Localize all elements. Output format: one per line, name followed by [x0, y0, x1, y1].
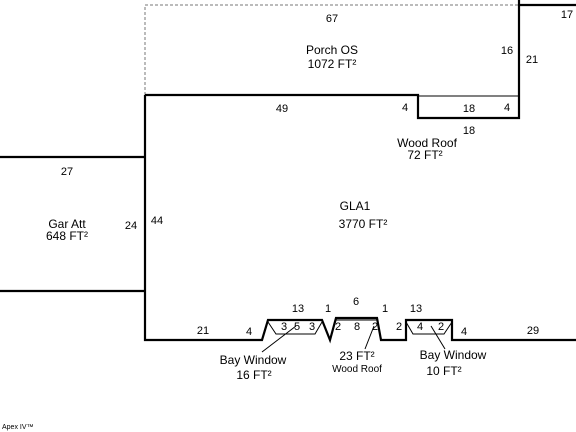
dim-garage-right: 24: [125, 220, 137, 232]
dim-wood-8: 8: [354, 321, 360, 333]
dim-bay-right-side: 4: [461, 326, 467, 338]
dim-wood-left-1: 1: [325, 303, 331, 315]
dim-wood-roof-right: 4: [504, 102, 510, 114]
dim-bay-left-b: 5: [294, 321, 300, 333]
wood-roof-bottom-leader: [364, 325, 375, 350]
bay-left-inner: [267, 321, 323, 335]
software-footer: Apex IV™: [2, 424, 34, 431]
wood-roof-bottom-name: Wood Roof: [332, 364, 382, 375]
dim-wood-2a: 2: [335, 321, 341, 333]
dim-gla-left: 44: [151, 215, 163, 227]
wood-roof-top-size: 72 FT²: [407, 148, 442, 162]
porch-outline: [144, 4, 519, 95]
dim-wood-roof-left: 4: [402, 102, 408, 114]
dim-bay-right-2b: 2: [438, 321, 444, 333]
garage-name: Gar Att: [48, 217, 86, 231]
gla-name: GLA1: [340, 199, 371, 213]
bay-left-leader: [261, 325, 297, 353]
bay-left-name: Bay Window: [220, 353, 287, 367]
porch-name: Porch OS: [306, 43, 358, 57]
porch-size: 1072 FT²: [308, 57, 357, 71]
bay-left-size: 16 FT²: [236, 368, 271, 382]
dim-wood-roof-top: 18: [463, 103, 475, 115]
dim-corner-17: 17: [561, 9, 573, 21]
dim-wood-roof-bottom: 18: [463, 125, 475, 137]
dim-gla-top: 49: [276, 103, 288, 115]
dim-right-21: 21: [526, 54, 538, 66]
garage-outline: [0, 155, 145, 293]
dim-wood-top-6: 6: [353, 296, 359, 308]
bay-right-name: Bay Window: [420, 348, 487, 362]
dim-bay-right-2a: 2: [396, 321, 402, 333]
dim-bay-left-side: 4: [246, 326, 252, 338]
dim-wood-2b: 2: [372, 321, 378, 333]
dim-wood-right-1: 1: [382, 303, 388, 315]
gla-size: 3770 FT²: [339, 217, 388, 231]
bay-right-size: 10 FT²: [426, 364, 461, 378]
dim-bay-left-top: 13: [292, 303, 304, 315]
dim-porch-right: 16: [501, 45, 513, 57]
dim-bottom-left: 21: [197, 325, 209, 337]
dim-bay-left-a: 3: [281, 321, 287, 333]
garage-size: 648 FT²: [46, 229, 88, 243]
wood-roof-top-name: Wood Roof: [397, 136, 457, 150]
bay-right-leader: [430, 325, 446, 350]
dim-bay-right-top: 13: [410, 303, 422, 315]
dim-bay-right-4: 4: [417, 321, 423, 333]
wood-roof-bottom-size: 23 FT²: [339, 349, 374, 363]
dim-garage-top: 27: [61, 166, 73, 178]
wood-roof-bottom-inner: [329, 319, 382, 341]
bay-right-inner: [405, 321, 453, 335]
dim-bay-left-c: 3: [309, 321, 315, 333]
dim-porch-top: 67: [326, 13, 338, 25]
dim-bottom-right: 29: [527, 325, 539, 337]
gla-outline: [143, 0, 576, 344]
